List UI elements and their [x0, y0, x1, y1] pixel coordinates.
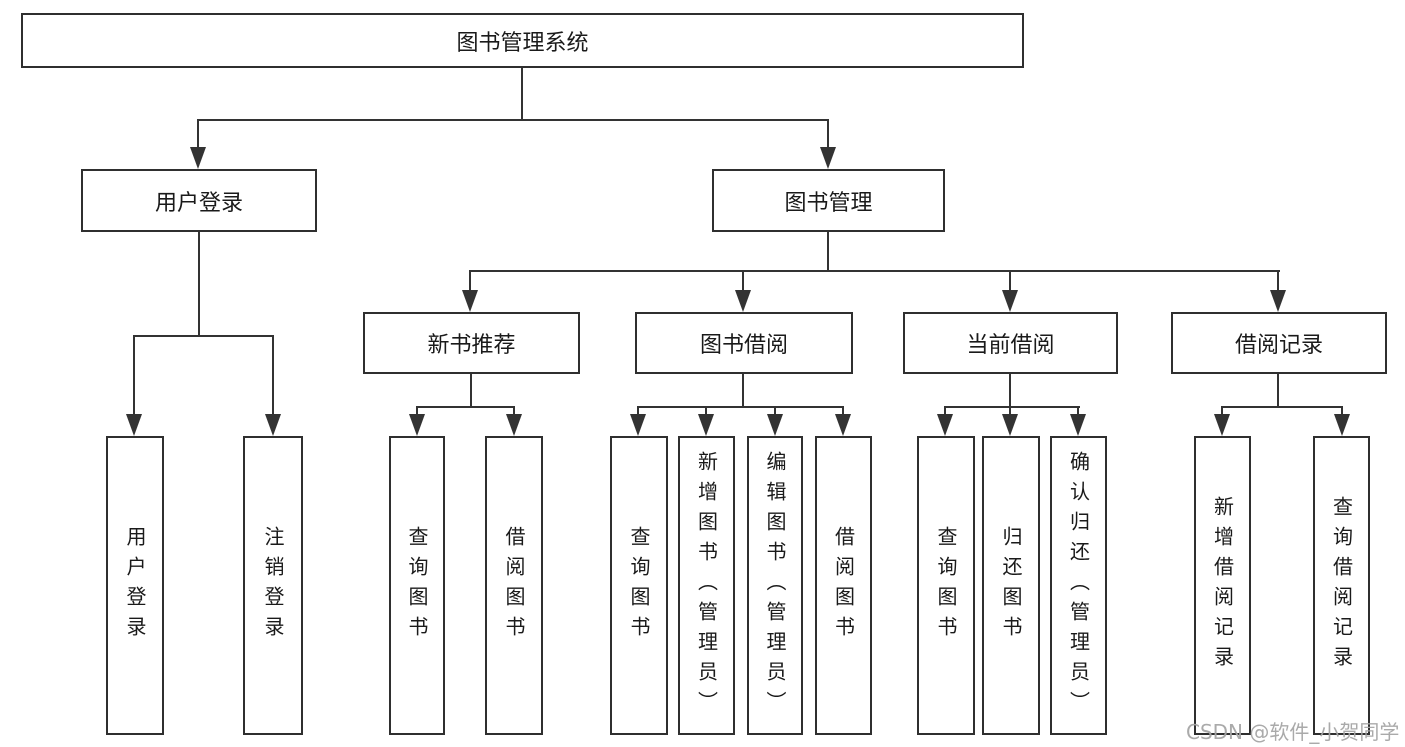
- connector-arrow-bb-add: [698, 407, 714, 436]
- connector-arrow-bb-edit: [767, 407, 783, 436]
- node-book-borrow: 图书借阅: [635, 312, 853, 374]
- connector-current-borrow-stem: [1009, 374, 1011, 408]
- node-new-book-rec: 新书推荐: [363, 312, 580, 374]
- connector-arrow-new-book-rec: [462, 271, 478, 312]
- node-user-login: 用户登录: [81, 169, 317, 232]
- connector-arrow-bb-borrow: [835, 407, 851, 436]
- connector-arrow-nb-borrow: [506, 407, 522, 436]
- connector-new-book-rec-stem: [470, 374, 472, 408]
- connector-arrow-bb-query: [630, 407, 646, 436]
- connector-arrow-book-borrow: [735, 271, 751, 312]
- connector-arrow-cb-query: [937, 407, 953, 436]
- csdn-watermark: CSDN @软件_小贺同学: [1186, 720, 1400, 744]
- connector-arrow-user-login: [190, 120, 206, 169]
- connector-borrow-records-stem: [1277, 374, 1279, 408]
- connector-user-login-bar: [133, 335, 274, 337]
- leaf-user-login: 用户登录: [106, 436, 164, 735]
- connector-current-borrow-bar: [944, 406, 1080, 408]
- leaf-newbook-borrow: 借阅图书: [485, 436, 543, 735]
- connector-arrow-cb-return: [1002, 407, 1018, 436]
- connector-root-bar: [197, 119, 829, 121]
- connector-arrow-book-mgmt: [820, 120, 836, 169]
- leaf-records-add: 新增借阅记录: [1194, 436, 1251, 735]
- leaf-currentborrow-return: 归还图书: [982, 436, 1040, 735]
- leaf-bookborrow-query: 查询图书: [610, 436, 668, 735]
- connector-borrow-records-bar: [1221, 406, 1343, 408]
- connector-arrow-nb-query: [409, 407, 425, 436]
- leaf-bookborrow-edit: 编辑图书（管理员）: [747, 436, 803, 735]
- leaf-bookborrow-borrow: 借阅图书: [815, 436, 872, 735]
- leaf-newbook-query: 查询图书: [389, 436, 445, 735]
- connector-book-borrow-bar: [637, 406, 844, 408]
- connector-user-login-stem: [198, 232, 200, 337]
- connector-arrow-br-query: [1334, 407, 1350, 436]
- connector-arrow-br-add: [1214, 407, 1230, 436]
- connector-book-mgmt-bar: [469, 270, 1280, 272]
- connector-book-borrow-stem: [742, 374, 744, 408]
- node-borrow-records: 借阅记录: [1171, 312, 1387, 374]
- node-book-mgmt: 图书管理: [712, 169, 945, 232]
- connector-arrow-current-borrow: [1002, 271, 1018, 312]
- connector-book-mgmt-stem: [827, 232, 829, 272]
- connector-arrow-leaf-logout: [265, 336, 281, 436]
- node-library-system: 图书管理系统: [21, 13, 1024, 68]
- connector-arrow-leaf-user-login: [126, 336, 142, 436]
- node-current-borrow: 当前借阅: [903, 312, 1118, 374]
- leaf-bookborrow-add: 新增图书（管理员）: [678, 436, 735, 735]
- connector-arrow-borrow-records: [1270, 271, 1286, 312]
- connector-new-book-rec-bar: [416, 406, 515, 408]
- connector-arrow-cb-confirm: [1070, 407, 1086, 436]
- leaf-currentborrow-query: 查询图书: [917, 436, 975, 735]
- leaf-currentborrow-confirm: 确认归还（管理员）: [1050, 436, 1107, 735]
- leaf-logout: 注销登录: [243, 436, 303, 735]
- leaf-records-query: 查询借阅记录: [1313, 436, 1370, 735]
- connector-root-stem: [521, 68, 523, 121]
